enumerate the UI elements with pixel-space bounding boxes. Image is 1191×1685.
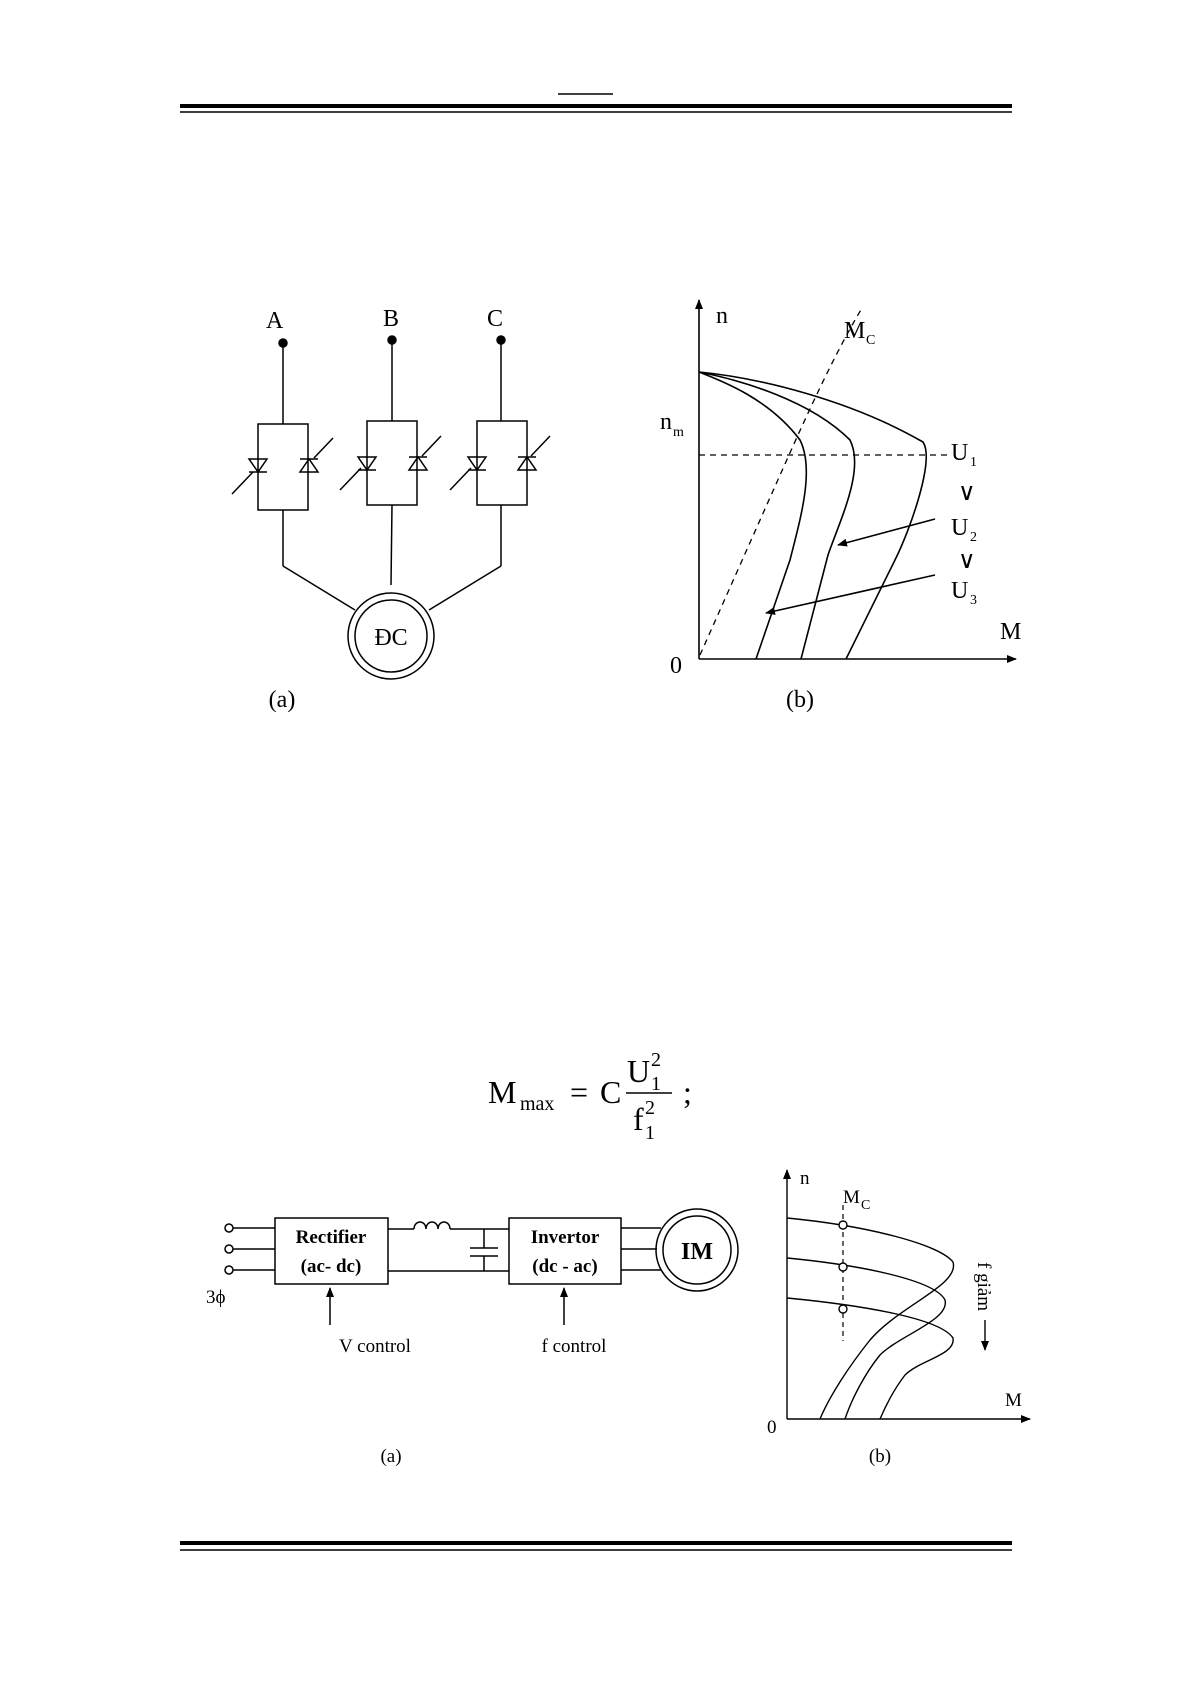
page-footer	[180, 1543, 1012, 1550]
dc-link-inductor	[414, 1222, 450, 1229]
phase-a-label: A	[266, 308, 284, 334]
svg-text:n: n	[660, 409, 672, 435]
graph2-curve-f1	[787, 1218, 954, 1419]
svg-text:U: U	[951, 515, 968, 541]
graph2-curve-f2	[787, 1258, 945, 1419]
thyristor-pair-c	[450, 336, 550, 566]
svg-text:=: =	[570, 1074, 588, 1110]
induction-motor-symbol: IM	[656, 1209, 738, 1291]
svg-text:1: 1	[645, 1122, 655, 1144]
svg-text:U: U	[951, 578, 968, 604]
graph2-operating-point-2	[839, 1263, 847, 1271]
svg-text:U: U	[627, 1053, 650, 1089]
motor-dc-symbol: ĐC	[348, 593, 434, 679]
graph1-arrow-u2	[838, 519, 935, 545]
svg-text:f: f	[633, 1101, 644, 1137]
page-header	[180, 94, 1012, 112]
svg-text:max: max	[520, 1093, 554, 1115]
svg-text:2: 2	[970, 530, 977, 545]
svg-text:;: ;	[683, 1074, 692, 1110]
svg-text:m: m	[673, 425, 684, 440]
figure1-graph: n M 0 n m M C U 1 ∨ U 2 ∨ U 3	[660, 300, 1021, 713]
graph2-origin: 0	[767, 1417, 777, 1438]
svg-text:M: M	[843, 1187, 860, 1208]
graph1-load-curve-mc	[700, 308, 862, 655]
graph1-u2-label: U 2	[951, 515, 977, 545]
graph1-u3-label: U 3	[951, 578, 977, 608]
invertor-subtitle: (dc - ac)	[532, 1256, 597, 1277]
invertor-title: Invertor	[531, 1227, 600, 1248]
phase-b-label: B	[383, 306, 399, 332]
svg-text:M: M	[844, 318, 865, 344]
induction-motor-label: IM	[681, 1239, 713, 1265]
figure1-circuit: A B C	[232, 306, 550, 713]
rectifier-subtitle: (ac- dc)	[301, 1256, 362, 1277]
svg-text:3: 3	[970, 593, 977, 608]
figure2-drive-diagram: 3ϕ Rectifier (ac- dc) Invertor (dc - ac)	[206, 1209, 738, 1467]
graph1-curve-u3	[699, 372, 806, 659]
svg-text:2: 2	[651, 1049, 661, 1071]
three-phase-label: 3ϕ	[206, 1287, 226, 1308]
graph1-origin: 0	[670, 653, 682, 679]
graph1-x-label: M	[1000, 619, 1021, 645]
svg-text:1: 1	[651, 1073, 661, 1095]
v-control-label: V control	[339, 1336, 411, 1357]
svg-text:M: M	[488, 1074, 516, 1110]
motor-label: ĐC	[374, 625, 407, 651]
graph1-mc-label: M C	[844, 318, 875, 348]
graph2-frequency-note: f giảm	[973, 1262, 994, 1311]
f-control-label: f control	[542, 1336, 607, 1357]
phase-c-label: C	[487, 306, 503, 332]
figure1a-caption: (a)	[269, 687, 296, 713]
graph1-nm-label: n m	[660, 409, 684, 440]
svg-text:C: C	[861, 1198, 870, 1213]
graph2-mc-label: M C	[843, 1187, 870, 1213]
graph1-arrow-u3	[766, 575, 935, 613]
graph2-operating-point-3	[839, 1305, 847, 1313]
graph2-curve-f3	[787, 1298, 953, 1419]
thyristor-pair-a	[232, 339, 333, 566]
graph1-y-label: n	[716, 303, 728, 329]
figure2b-caption: (b)	[869, 1446, 891, 1467]
svg-text:C: C	[600, 1074, 621, 1110]
svg-text:2: 2	[645, 1097, 655, 1119]
thyristor-pair-b	[340, 336, 441, 585]
svg-text:U: U	[951, 440, 968, 466]
graph2-y-label: n	[800, 1168, 810, 1189]
figure2-graph: n M 0 M C f giảm (b)	[767, 1168, 1030, 1467]
dc-link-capacitor	[470, 1229, 498, 1271]
figure2a-caption: (a)	[380, 1446, 401, 1467]
graph2-operating-point-1	[839, 1221, 847, 1229]
svg-text:1: 1	[970, 455, 977, 470]
graph1-ordering-2: ∨	[958, 548, 976, 574]
graph2-x-label: M	[1005, 1390, 1022, 1411]
graph1-ordering-1: ∨	[958, 480, 976, 506]
rectifier-block: Rectifier (ac- dc)	[275, 1218, 388, 1284]
svg-text:C: C	[866, 333, 875, 348]
max-torque-equation: M max = C U 2 1 f 2 1 ;	[488, 1049, 692, 1144]
graph1-u1-label: U 1	[951, 440, 977, 470]
rectifier-title: Rectifier	[296, 1227, 367, 1248]
invertor-block: Invertor (dc - ac)	[509, 1218, 621, 1284]
figure1b-caption: (b)	[786, 687, 814, 713]
